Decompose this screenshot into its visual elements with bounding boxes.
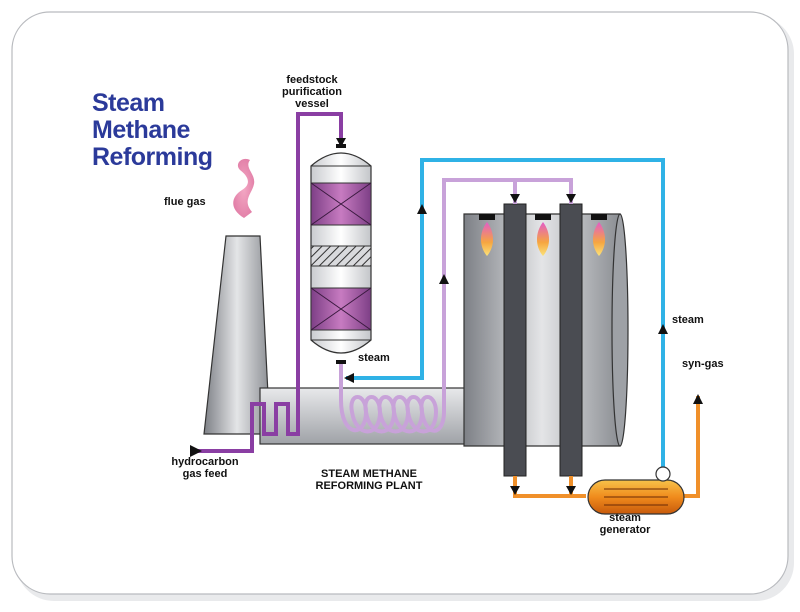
steam-label-right: steam xyxy=(672,314,704,326)
steam-arrow-right-column xyxy=(658,324,668,334)
process-gas-line xyxy=(339,178,573,434)
card-background xyxy=(11,11,789,595)
plant-label: STEAM METHANE REFORMING PLANT xyxy=(315,468,423,492)
burners xyxy=(479,214,607,256)
flame-icon xyxy=(536,222,550,256)
title-line-2: Methane xyxy=(92,116,190,144)
title-line-1: Steam xyxy=(92,89,165,117)
feedstock-vessel-label: feedstock purification vessel xyxy=(282,74,342,110)
reformer-tube-1 xyxy=(503,203,527,477)
diagram-title: Steam Methane Reforming xyxy=(92,90,262,171)
furnace-end xyxy=(611,213,629,447)
flame-icon xyxy=(480,222,494,256)
absorbent-layer xyxy=(310,245,372,267)
process-gas-arrow-up xyxy=(439,274,449,284)
feed-arrow-down xyxy=(336,138,346,147)
steam-arrow-up xyxy=(417,204,427,214)
syn-gas-arrow xyxy=(693,394,703,404)
hydrocarbon-feed-line xyxy=(190,112,343,453)
purification-vessel xyxy=(310,144,372,364)
steam-label-mid: steam xyxy=(358,352,390,364)
steam-generator xyxy=(587,466,685,515)
diagram-card: Steam Methane Reforming flue gas feedsto… xyxy=(8,8,794,601)
hydrocarbon-feed-label: hydrocarbon gas feed xyxy=(171,456,239,480)
steam-generator-label: steam generator xyxy=(599,512,651,536)
flue-gas-smoke xyxy=(233,158,255,218)
flue-gas-label: flue gas xyxy=(164,196,206,208)
process-diagram xyxy=(11,11,794,601)
flame-icon xyxy=(592,222,606,256)
reformer-tube-2 xyxy=(559,203,583,477)
syn-gas-label: syn-gas xyxy=(682,358,724,370)
steam-arrow-into-line xyxy=(344,373,354,383)
feed-arrow xyxy=(190,445,202,457)
steam-line xyxy=(346,158,665,468)
title-line-3: Reforming xyxy=(92,143,213,171)
